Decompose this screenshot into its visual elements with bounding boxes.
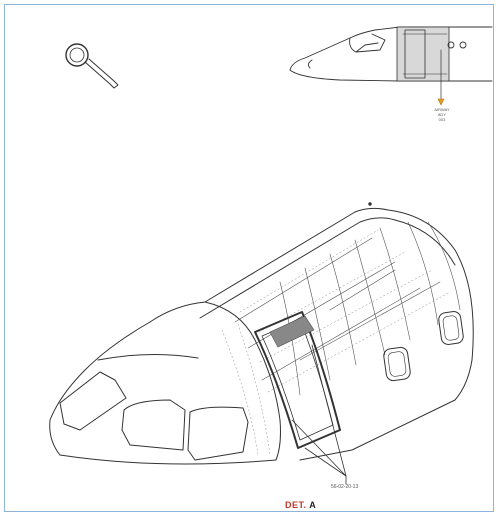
detail-view-label: DET. A [285, 500, 316, 510]
callout-line-3: 003 [438, 117, 446, 122]
item-number-label: 56-02-20-13 [331, 484, 359, 490]
magnifier-icon [65, 43, 119, 89]
fuselage-detail-view [49, 202, 474, 485]
callout-line-1: AIRWAY [434, 107, 450, 112]
detail-view-prefix: DET. [285, 500, 307, 510]
locator-callout-label: AIRWAY 8DY 003 [427, 107, 457, 122]
detail-view-letter: A [309, 500, 317, 510]
callout-line-2: 8DY [438, 112, 446, 117]
aircraft-locator-view [289, 26, 493, 106]
figure-frame [4, 4, 494, 512]
